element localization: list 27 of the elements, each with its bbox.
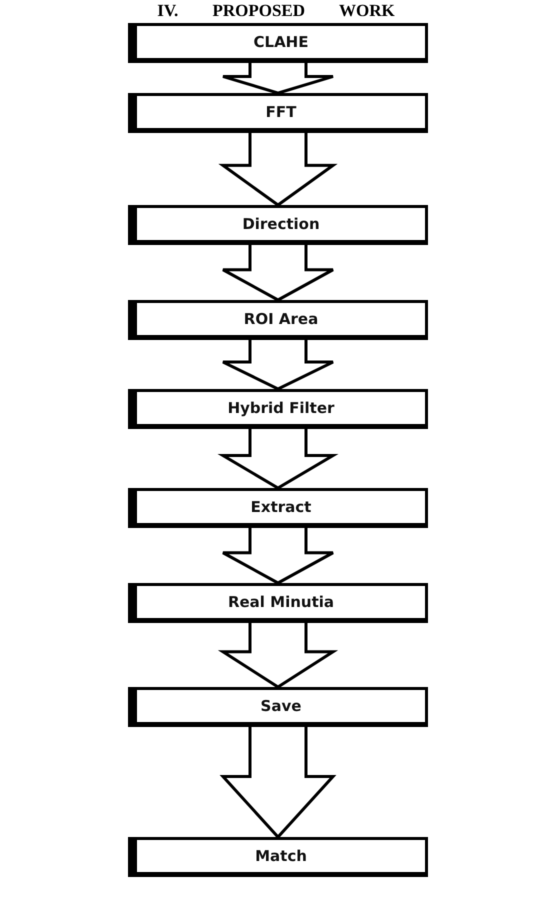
block-arrow <box>222 62 334 95</box>
block-arrow <box>222 526 334 585</box>
process-label: Save <box>260 697 302 715</box>
process-box <box>128 837 428 877</box>
block-arrow <box>218 622 338 689</box>
process-label: CLAHE <box>254 33 308 51</box>
process-box <box>128 93 428 133</box>
title: IV. PROPOSED WORK <box>156 0 396 22</box>
process-box <box>128 205 428 245</box>
process-label: FFT <box>266 103 296 121</box>
process-box <box>128 300 428 340</box>
process-label: Real Minutia <box>228 593 334 611</box>
process-label: Hybrid Filter <box>228 399 334 417</box>
process-box <box>128 488 428 528</box>
block-arrow <box>222 338 334 391</box>
process-box <box>128 389 428 429</box>
process-box <box>128 23 428 63</box>
process-label: ROI Area <box>244 310 318 328</box>
process-label: Match <box>255 847 307 865</box>
block-arrow <box>220 726 336 840</box>
process-box <box>128 583 428 623</box>
process-label: Extract <box>250 498 312 516</box>
process-label: Direction <box>242 215 320 233</box>
block-arrow <box>218 428 338 490</box>
block-arrow <box>218 132 338 207</box>
block-arrow <box>222 244 334 302</box>
process-box <box>128 687 428 727</box>
